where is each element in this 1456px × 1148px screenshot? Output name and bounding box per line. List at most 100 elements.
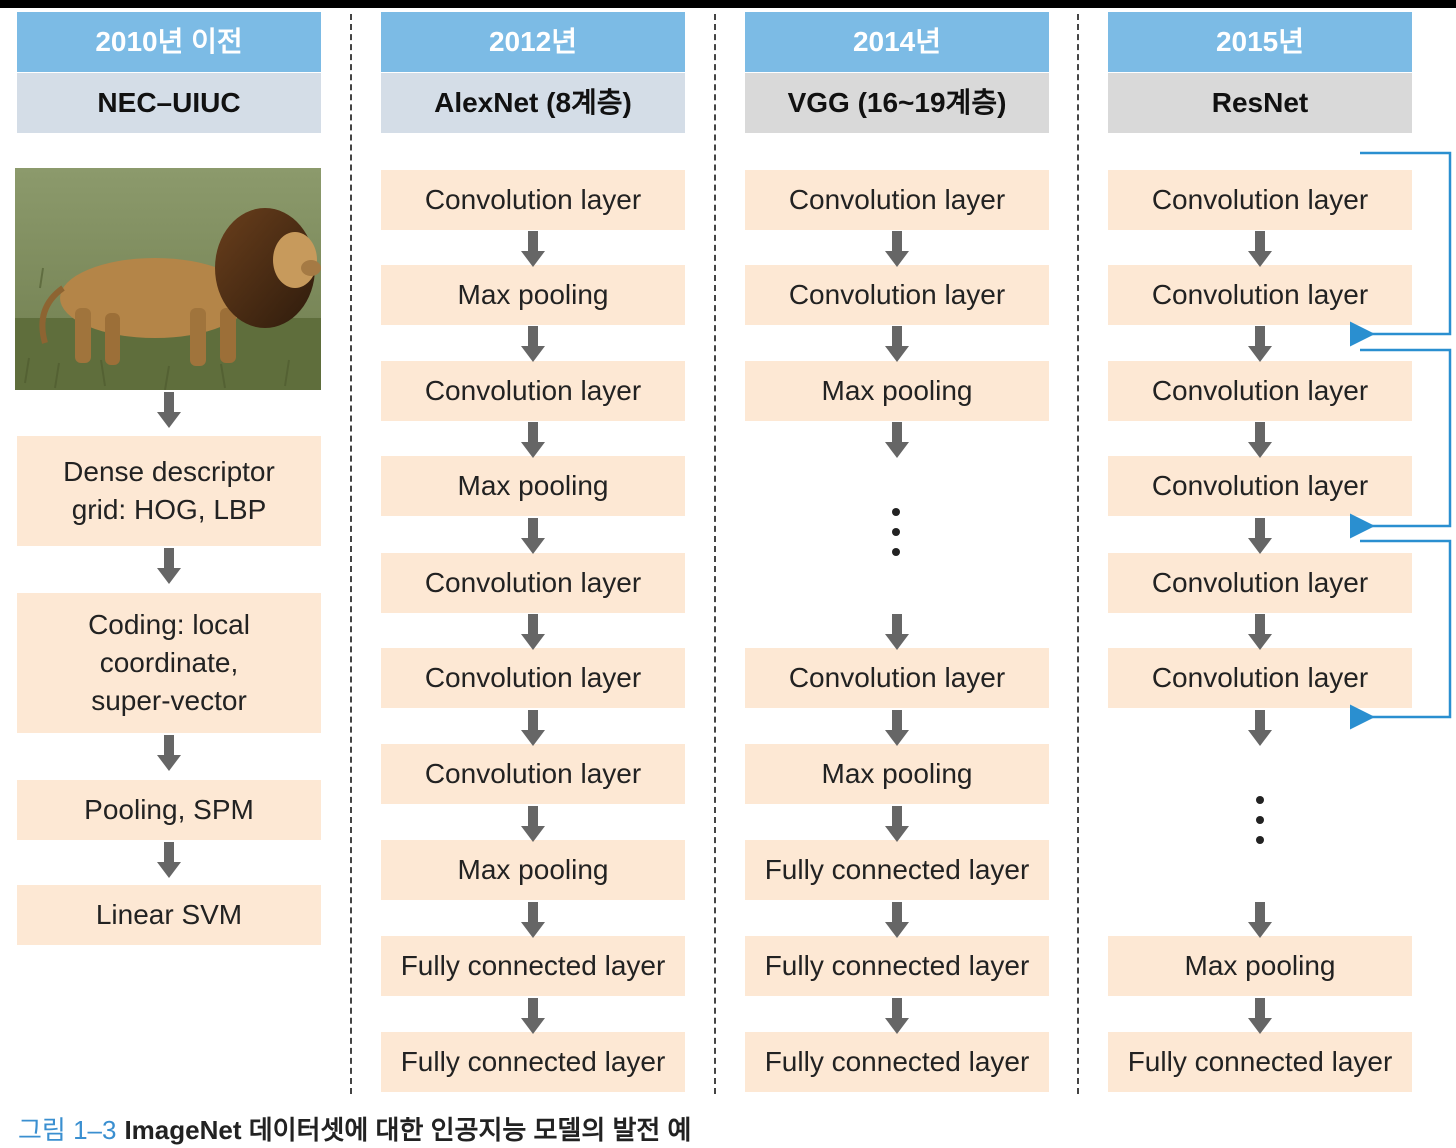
figure-number: 그림 1–3: [18, 1115, 117, 1145]
step-pooling-spm: Pooling, SPM: [17, 780, 321, 840]
layer-label: Convolution layer: [1151, 567, 1369, 598]
down-arrow-icon: [1248, 231, 1272, 267]
layer-label: Convolution layer: [424, 375, 642, 406]
layer-label: Max pooling: [821, 375, 973, 406]
alexnet-layer: Max pooling: [381, 456, 685, 516]
step-label: Dense descriptor grid: HOG, LBP: [63, 456, 275, 525]
column-separator: [714, 14, 716, 1094]
layer-label: Fully connected layer: [764, 950, 1030, 981]
down-arrow-icon: [521, 614, 545, 650]
down-arrow-icon: [885, 902, 909, 938]
resnet-layer: Convolution layer: [1108, 361, 1412, 421]
alexnet-layer: Max pooling: [381, 840, 685, 900]
down-arrow-icon: [885, 326, 909, 362]
down-arrow-icon: [157, 548, 181, 584]
step-coding: Coding: local coordinate, super-vector: [17, 593, 321, 733]
year-header-2014: 2014년: [745, 12, 1049, 72]
layer-label: Max pooling: [1184, 950, 1336, 981]
model-header-alexnet: AlexNet (8계층): [381, 73, 685, 133]
layer-label: Max pooling: [821, 758, 973, 789]
down-arrow-icon: [521, 998, 545, 1034]
vertical-ellipsis-icon: [891, 507, 901, 557]
step-label: Linear SVM: [95, 899, 243, 930]
vgg-layer: Max pooling: [745, 361, 1049, 421]
step-dense-descriptor: Dense descriptor grid: HOG, LBP: [17, 436, 321, 546]
down-arrow-icon: [521, 710, 545, 746]
layer-label: Max pooling: [457, 279, 609, 310]
top-border: [0, 0, 1456, 8]
down-arrow-icon: [157, 842, 181, 878]
layer-label: Convolution layer: [788, 662, 1006, 693]
down-arrow-icon: [1248, 710, 1272, 746]
vertical-ellipsis-icon: [1255, 795, 1265, 845]
layer-label: Fully connected layer: [400, 1046, 666, 1077]
layer-label: Fully connected layer: [764, 854, 1030, 885]
down-arrow-icon: [157, 392, 181, 428]
column-separator: [350, 14, 352, 1094]
down-arrow-icon: [521, 518, 545, 554]
alexnet-layer: Convolution layer: [381, 170, 685, 230]
layer-label: Convolution layer: [424, 758, 642, 789]
alexnet-layer: Fully connected layer: [381, 936, 685, 996]
layer-label: Fully connected layer: [1127, 1046, 1393, 1077]
vgg-layer: Max pooling: [745, 744, 1049, 804]
vgg-layer: Convolution layer: [745, 170, 1049, 230]
step-linear-svm: Linear SVM: [17, 885, 321, 945]
vgg-layer: Convolution layer: [745, 648, 1049, 708]
alexnet-layer: Convolution layer: [381, 648, 685, 708]
resnet-layer: Convolution layer: [1108, 456, 1412, 516]
down-arrow-icon: [521, 806, 545, 842]
layer-label: Max pooling: [457, 470, 609, 501]
down-arrow-icon: [1248, 422, 1272, 458]
vgg-layer: Fully connected layer: [745, 1032, 1049, 1092]
down-arrow-icon: [1248, 518, 1272, 554]
layer-label: Convolution layer: [788, 184, 1006, 215]
layer-label: Convolution layer: [1151, 184, 1369, 215]
model-header-nec-uiuc: NEC–UIUC: [17, 73, 321, 133]
down-arrow-icon: [885, 710, 909, 746]
down-arrow-icon: [1248, 326, 1272, 362]
down-arrow-icon: [521, 902, 545, 938]
alexnet-layer: Convolution layer: [381, 361, 685, 421]
alexnet-layer: Convolution layer: [381, 744, 685, 804]
resnet-layer: Convolution layer: [1108, 648, 1412, 708]
layer-label: Convolution layer: [424, 662, 642, 693]
down-arrow-icon: [885, 998, 909, 1034]
down-arrow-icon: [157, 735, 181, 771]
year-header-pre2010: 2010년 이전: [17, 12, 321, 72]
alexnet-layer: Fully connected layer: [381, 1032, 685, 1092]
down-arrow-icon: [521, 422, 545, 458]
resnet-layer: Convolution layer: [1108, 265, 1412, 325]
layer-label: Max pooling: [457, 854, 609, 885]
down-arrow-icon: [885, 614, 909, 650]
year-header-2015: 2015년: [1108, 12, 1412, 72]
vgg-layer: Convolution layer: [745, 265, 1049, 325]
down-arrow-icon: [1248, 902, 1272, 938]
layer-label: Convolution layer: [1151, 375, 1369, 406]
lion-photo: [15, 168, 321, 390]
step-label: Pooling, SPM: [84, 794, 254, 825]
down-arrow-icon: [1248, 614, 1272, 650]
layer-label: Convolution layer: [788, 279, 1006, 310]
down-arrow-icon: [885, 422, 909, 458]
resnet-layer: Max pooling: [1108, 936, 1412, 996]
layer-label: Fully connected layer: [400, 950, 666, 981]
vgg-layer: Fully connected layer: [745, 936, 1049, 996]
model-header-vgg: VGG (16~19계층): [745, 73, 1049, 133]
layer-label: Convolution layer: [1151, 470, 1369, 501]
caption-text: ImageNet 데이터셋에 대한 인공지능 모델의 발전 예: [124, 1115, 692, 1145]
layer-label: Convolution layer: [1151, 662, 1369, 693]
step-label: Coding: local coordinate, super-vector: [88, 609, 250, 716]
column-separator: [1077, 14, 1079, 1094]
year-header-2012: 2012년: [381, 12, 685, 72]
layer-label: Convolution layer: [424, 184, 642, 215]
alexnet-layer: Convolution layer: [381, 553, 685, 613]
down-arrow-icon: [521, 326, 545, 362]
resnet-layer: Convolution layer: [1108, 170, 1412, 230]
layer-label: Fully connected layer: [764, 1046, 1030, 1077]
resnet-layer: Convolution layer: [1108, 553, 1412, 613]
resnet-layer: Fully connected layer: [1108, 1032, 1412, 1092]
layer-label: Convolution layer: [424, 567, 642, 598]
down-arrow-icon: [521, 231, 545, 267]
